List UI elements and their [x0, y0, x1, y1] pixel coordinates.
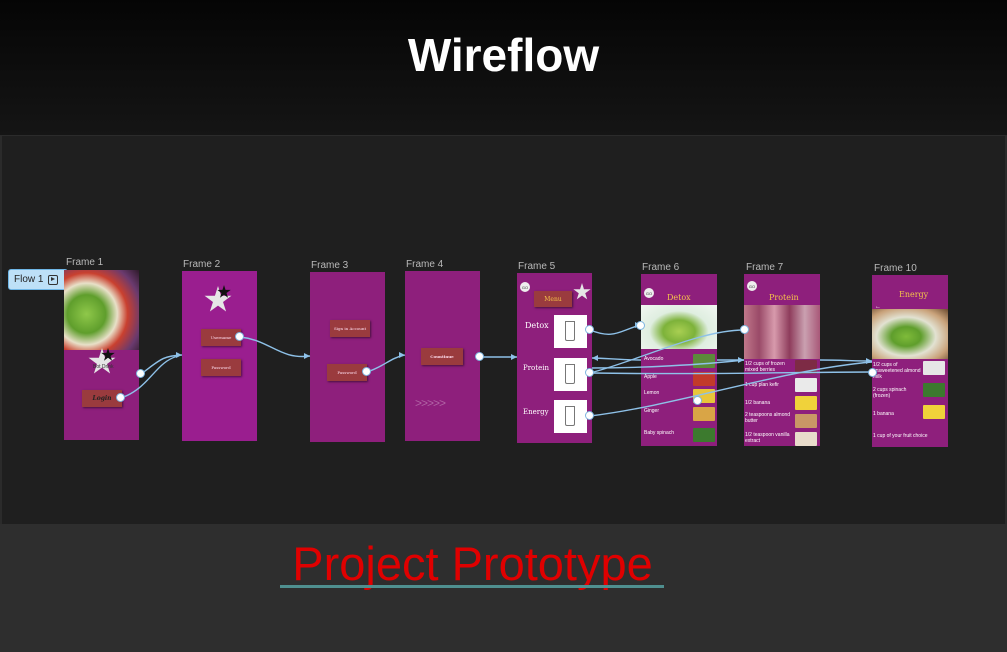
design-canvas[interactable]: [2, 136, 1005, 524]
star-icon: [88, 348, 116, 374]
frame-1-label: Frame 1: [66, 257, 104, 268]
detox-label: Detox: [525, 321, 549, 330]
frame-2-label: Frame 2: [183, 259, 221, 270]
frame-6-label: Frame 6: [642, 262, 680, 273]
detox-photo: [641, 305, 717, 349]
play-icon: [48, 274, 59, 285]
flow-label: Flow 1: [14, 274, 44, 285]
back-button[interactable]: GO: [520, 282, 530, 292]
frame-4-label: Frame 4: [406, 259, 444, 270]
connector-handle[interactable]: [136, 369, 145, 378]
connector-handle[interactable]: [868, 368, 877, 377]
footer-band: [0, 524, 1007, 652]
connector-handle[interactable]: [116, 393, 125, 402]
energy-item-4: 1 cup of your fruit choice: [873, 433, 928, 439]
energy-card[interactable]: [554, 400, 587, 433]
connector-handle[interactable]: [475, 352, 484, 361]
sign-in-button[interactable]: Sign in Account: [330, 320, 370, 337]
connector-handle[interactable]: [636, 321, 645, 330]
frame-10[interactable]: Energy ← 1/2 cups of unsweetened almond …: [872, 275, 948, 447]
detox-header: Detox: [667, 293, 691, 302]
banana-thumbnail: [795, 396, 817, 410]
protein-label: Protein: [523, 364, 549, 372]
connector-handle[interactable]: [585, 325, 594, 334]
protein-item-3: 1/2 banana: [745, 400, 771, 406]
menu-button[interactable]: Menu: [534, 291, 572, 307]
ingredient-3: Lemon: [644, 390, 660, 396]
frame-10-label: Frame 10: [874, 263, 917, 274]
ginger-thumbnail: [693, 407, 715, 421]
protein-item-5: 1/2 teaspoon vanilla extract: [745, 432, 790, 444]
drink-cup-icon: [565, 364, 575, 384]
frame-4[interactable]: Countinue >>>>>: [405, 271, 480, 441]
energy-item-3: 1 banana: [873, 411, 894, 417]
frame-1[interactable]: Bot Drink Login: [64, 270, 139, 440]
drink-cup-icon: [565, 321, 575, 341]
protein-card[interactable]: [554, 358, 587, 391]
berries-thumbnail: [795, 360, 817, 374]
kefir-thumbnail: [795, 378, 817, 392]
connector-handle[interactable]: [693, 396, 702, 405]
logo-text: Bot Drink: [93, 364, 114, 370]
protein-item-2: 1 cup plan kefir: [745, 382, 779, 388]
connector-handle[interactable]: [235, 332, 244, 341]
frame-5-label: Frame 5: [518, 261, 556, 272]
password-button[interactable]: Password: [327, 364, 367, 381]
energy-header: Energy: [899, 290, 929, 299]
header-band: [0, 0, 1007, 135]
page-title: Wireflow: [407, 29, 600, 81]
energy-label: Energy: [523, 408, 549, 416]
connector-handle[interactable]: [362, 367, 371, 376]
avocado-thumbnail: [693, 354, 715, 368]
protein-item-4: 2 teaspoons almond butter: [745, 412, 791, 424]
frame-5[interactable]: GO Menu Detox Protein Energy: [517, 273, 592, 443]
back-button[interactable]: GO: [644, 288, 654, 298]
detox-card[interactable]: [554, 315, 587, 348]
banana-thumbnail: [923, 405, 945, 419]
back-button[interactable]: GO: [747, 281, 757, 291]
almond-butter-thumbnail: [795, 414, 817, 428]
ingredient-5: Baby spinach: [644, 430, 675, 436]
almond-milk-thumbnail: [923, 361, 945, 375]
spinach-thumbnail: [923, 383, 945, 397]
flow-start-tag[interactable]: Flow 1: [8, 269, 68, 290]
protein-header: Protein: [769, 293, 799, 302]
ingredient-1: Avocado: [644, 356, 664, 362]
frame-3-label: Frame 3: [311, 260, 349, 271]
connector-handle[interactable]: [585, 368, 594, 377]
drink-cup-icon: [565, 406, 575, 426]
username-button[interactable]: Username: [201, 329, 241, 346]
smoothie-photo: [64, 270, 139, 350]
continue-button[interactable]: Countinue: [421, 348, 463, 365]
frame-6[interactable]: GO Detox Avocado Apple Lemon Ginger Baby…: [641, 274, 717, 446]
frame-2[interactable]: Username Password: [182, 271, 257, 441]
vanilla-thumbnail: [795, 432, 817, 446]
spinach-thumbnail: [693, 428, 715, 442]
energy-photo: [872, 309, 948, 359]
project-prototype-link[interactable]: Project Prototype: [292, 537, 653, 590]
protein-photo: [744, 305, 820, 359]
login-button[interactable]: Login: [82, 390, 122, 407]
frame-7-label: Frame 7: [746, 262, 784, 273]
ingredient-2: Apple: [644, 374, 657, 380]
frame-7[interactable]: GO Protein 1/2 cups of frozen mixed berr…: [744, 274, 820, 446]
apple-thumbnail: [693, 372, 715, 386]
connector-handle[interactable]: [585, 411, 594, 420]
password-button[interactable]: Password: [201, 359, 241, 376]
frame-3[interactable]: Sign in Account Password: [310, 272, 385, 442]
protein-item-1: 1/2 cups of frozen mixed berries: [745, 361, 785, 373]
ingredient-4: Ginger: [644, 408, 660, 414]
loading-chevrons: >>>>>: [415, 396, 446, 410]
back-arrow-icon: ←: [875, 304, 881, 310]
connector-handle[interactable]: [740, 325, 749, 334]
energy-item-2: 2 cups spinach (frozen): [873, 387, 907, 399]
star-icon: [573, 283, 591, 300]
link-underline: [280, 585, 664, 588]
energy-item-1: 1/2 cups of unsweetened almond milk: [873, 362, 921, 380]
